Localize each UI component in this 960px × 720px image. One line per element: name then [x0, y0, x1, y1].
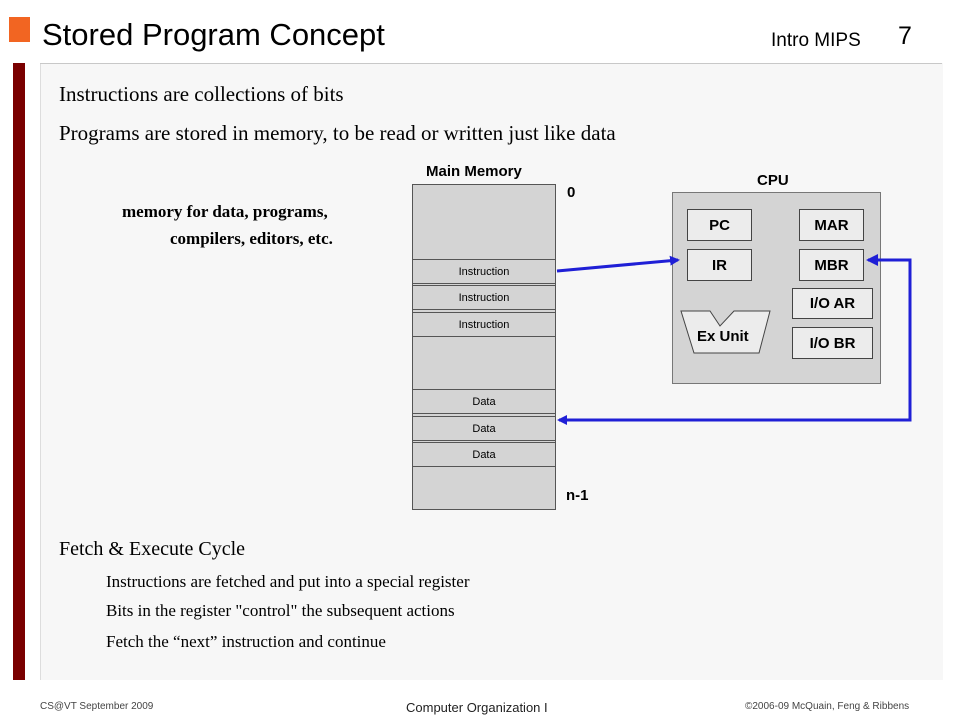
slide-number: 7	[898, 22, 912, 50]
register-mbr: MBR	[799, 249, 864, 281]
fetch-subbullet-1: Instructions are fetched and put into a …	[106, 572, 470, 591]
ex-unit-label: Ex Unit	[697, 328, 749, 345]
mbr-arrowhead-icon	[866, 254, 878, 266]
main-memory-label: Main Memory	[426, 163, 522, 180]
memory-data-cell: Data	[412, 389, 556, 414]
register-io-ar: I/O AR	[792, 288, 873, 319]
title-accent-square	[9, 17, 30, 42]
memory-note-line2: compilers, editors, etc.	[170, 229, 333, 248]
slide-title: Stored Program Concept	[42, 17, 385, 52]
footer-left: CS@VT September 2009	[40, 701, 154, 712]
register-ir: IR	[687, 249, 752, 281]
bullet-instructions: Instructions are collections of bits	[59, 82, 344, 106]
memory-instruction-cell: Instruction	[412, 312, 556, 337]
address-n-minus-1: n-1	[566, 487, 589, 504]
memory-data-cell: Data	[412, 442, 556, 467]
memory-instruction-cell: Instruction	[412, 285, 556, 310]
bullet-programs: Programs are stored in memory, to be rea…	[59, 121, 616, 145]
content-divider	[40, 63, 942, 64]
register-io-br: I/O BR	[792, 327, 873, 359]
footer-right: ©2006-09 McQuain, Feng & Ribbens	[745, 701, 910, 712]
address-zero: 0	[567, 184, 576, 201]
fetch-arrow	[556, 255, 680, 273]
footer-center: Computer Organization I	[406, 700, 548, 715]
fetch-subbullet-2: Bits in the register "control" the subse…	[106, 601, 455, 620]
mbr-to-data-arrow	[557, 258, 912, 425]
register-mar: MAR	[799, 209, 864, 241]
course-label: Intro MIPS	[771, 30, 861, 51]
memory-data-cell: Data	[412, 416, 556, 441]
register-pc: PC	[687, 209, 752, 241]
cpu-label: CPU	[757, 172, 789, 189]
memory-note-line1: memory for data, programs,	[122, 202, 328, 221]
left-accent-bar	[13, 63, 25, 680]
fetch-execute-heading: Fetch & Execute Cycle	[59, 538, 246, 560]
memory-instruction-cell: Instruction	[412, 259, 556, 284]
fetch-subbullet-3: Fetch the “next” instruction and continu…	[106, 632, 386, 651]
ex-unit-shape	[680, 310, 771, 354]
